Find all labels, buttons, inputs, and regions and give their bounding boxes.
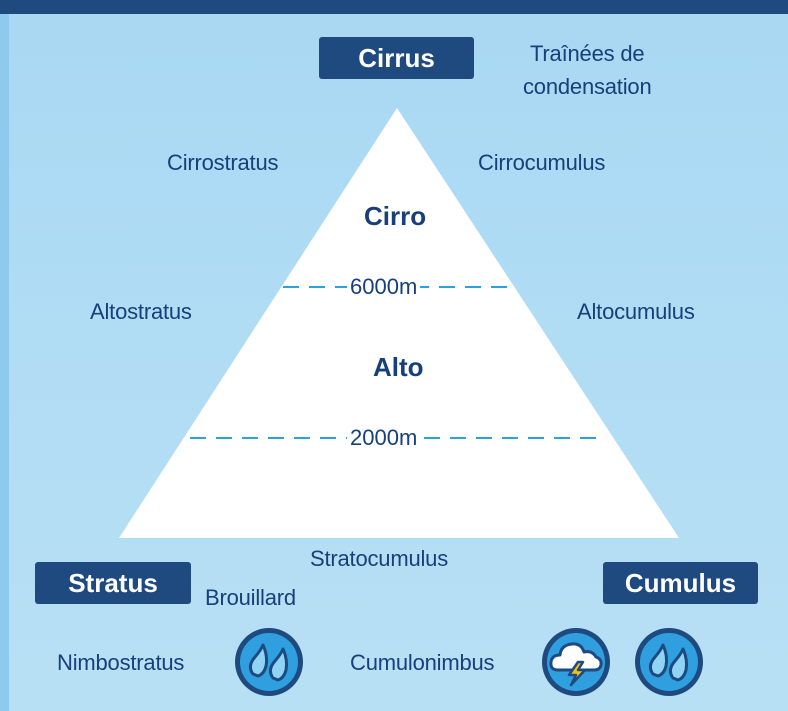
rain-drops-icon bbox=[635, 628, 703, 696]
tag-cirrus: Cirrus bbox=[319, 37, 474, 79]
altitude-2000m-label: 2000m bbox=[347, 425, 421, 451]
altitude-6000m-label: 6000m bbox=[347, 274, 421, 300]
label-altocumulus: Altocumulus bbox=[577, 299, 695, 324]
tag-cumulus: Cumulus bbox=[603, 562, 758, 604]
top-banner-bar bbox=[0, 0, 788, 14]
label-cumulonimbus: Cumulonimbus bbox=[350, 650, 495, 675]
altitude-triangle bbox=[119, 108, 679, 538]
label-cirrostratus: Cirrostratus bbox=[167, 150, 279, 175]
rain-drops-icon bbox=[235, 628, 303, 696]
label-stratocumulus: Stratocumulus bbox=[310, 546, 449, 571]
thunderstorm-cloud-icon bbox=[542, 628, 610, 696]
label-nimbostratus: Nimbostratus bbox=[57, 650, 185, 675]
level-cirro: Cirro bbox=[364, 201, 427, 231]
label-altostratus: Altostratus bbox=[90, 299, 192, 324]
level-alto: Alto bbox=[373, 352, 424, 382]
label-brouillard: Brouillard bbox=[205, 585, 296, 610]
label-cirrocumulus: Cirrocumulus bbox=[478, 150, 606, 175]
tag-stratus: Stratus bbox=[35, 562, 191, 604]
label-trainees-line2: condensation bbox=[523, 74, 652, 99]
left-edge-strip bbox=[0, 14, 9, 711]
label-trainees-line1: Traînées de bbox=[530, 41, 645, 66]
